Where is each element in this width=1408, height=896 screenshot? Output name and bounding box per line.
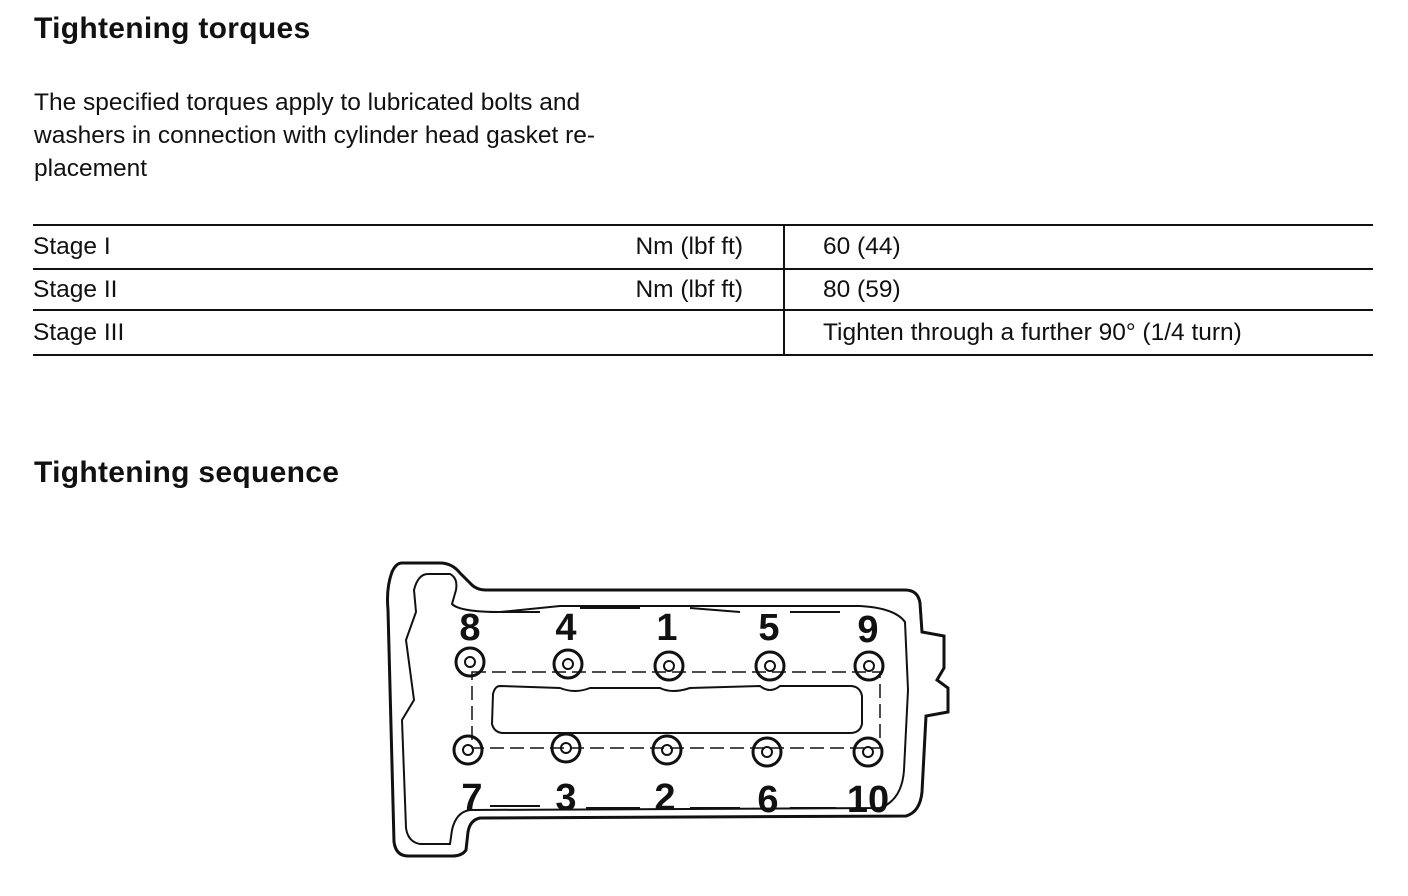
intro-line: The specified torques apply to lubricate…: [34, 89, 581, 116]
sequence-number: 1: [656, 607, 677, 649]
head-outline: [386, 561, 950, 858]
sequence-number: 10: [847, 779, 889, 821]
bolt-icon: [454, 646, 486, 678]
unit-label: [473, 310, 785, 356]
torque-value: Tighten through a further 90° (1/4 turn): [784, 310, 1373, 356]
torque-value: 80 (59): [784, 269, 1373, 311]
sequence-number: 9: [857, 609, 878, 651]
bolt-icon: [653, 650, 685, 682]
bolt-icon: [651, 734, 683, 766]
bolt-icon: [862, 746, 874, 758]
bolt-icon: [462, 744, 474, 756]
bolt-row-top: [454, 646, 885, 682]
torque-table: Stage I Nm (lbf ft) 60 (44) Stage II Nm …: [33, 224, 1373, 356]
bolt-icon: [761, 746, 773, 758]
bolt-icon: [560, 742, 572, 754]
top-channel: [490, 607, 840, 613]
bolt-icon: [751, 736, 783, 768]
bolt-icon: [764, 660, 776, 672]
sequence-number: 5: [758, 607, 779, 649]
sequence-number: 2: [654, 777, 675, 819]
intro-paragraph: The specified torques apply to lubricate…: [34, 86, 694, 185]
gasket-inner: [471, 671, 881, 749]
stage-label: Stage III: [33, 310, 473, 356]
bolt-icon: [663, 660, 675, 672]
bolt-row-bottom: [452, 732, 884, 768]
stage-label: Stage I: [33, 224, 473, 270]
intro-line: placement: [34, 155, 148, 182]
bolt-icon: [863, 660, 875, 672]
intro-line: washers in connection with cylinder head…: [34, 122, 596, 149]
bolt-icon: [552, 648, 584, 680]
bolt-icon: [853, 650, 885, 682]
bolt-icon: [452, 734, 484, 766]
sequence-number: 8: [459, 607, 480, 649]
torque-row: Stage III Tighten through a further 90° …: [33, 310, 1373, 356]
bolt-icon: [661, 744, 673, 756]
sequence-number: 4: [555, 607, 576, 649]
bolt-icon: [754, 650, 786, 682]
bolt-icon: [852, 736, 884, 768]
torque-row: Stage II Nm (lbf ft) 80 (59): [33, 269, 1373, 311]
sequence-heading: Tightening sequence: [34, 456, 340, 489]
bottom-channel: [490, 805, 836, 809]
unit-label: Nm (lbf ft): [473, 269, 785, 311]
bolt-icon: [550, 732, 582, 764]
sequence-number: 7: [461, 777, 482, 819]
bolt-icon: [562, 658, 574, 670]
torque-row: Stage I Nm (lbf ft) 60 (44): [33, 224, 1373, 270]
unit-label: Nm (lbf ft): [473, 224, 785, 270]
stage-label: Stage II: [33, 269, 473, 311]
head-inner-outline: [400, 573, 910, 845]
torques-heading: Tightening torques: [34, 12, 311, 45]
sequence-number: 3: [555, 777, 576, 819]
sequence-number: 6: [757, 779, 778, 821]
torque-value: 60 (44): [784, 224, 1373, 270]
gasket-window: [490, 684, 863, 734]
bolt-icon: [464, 656, 476, 668]
